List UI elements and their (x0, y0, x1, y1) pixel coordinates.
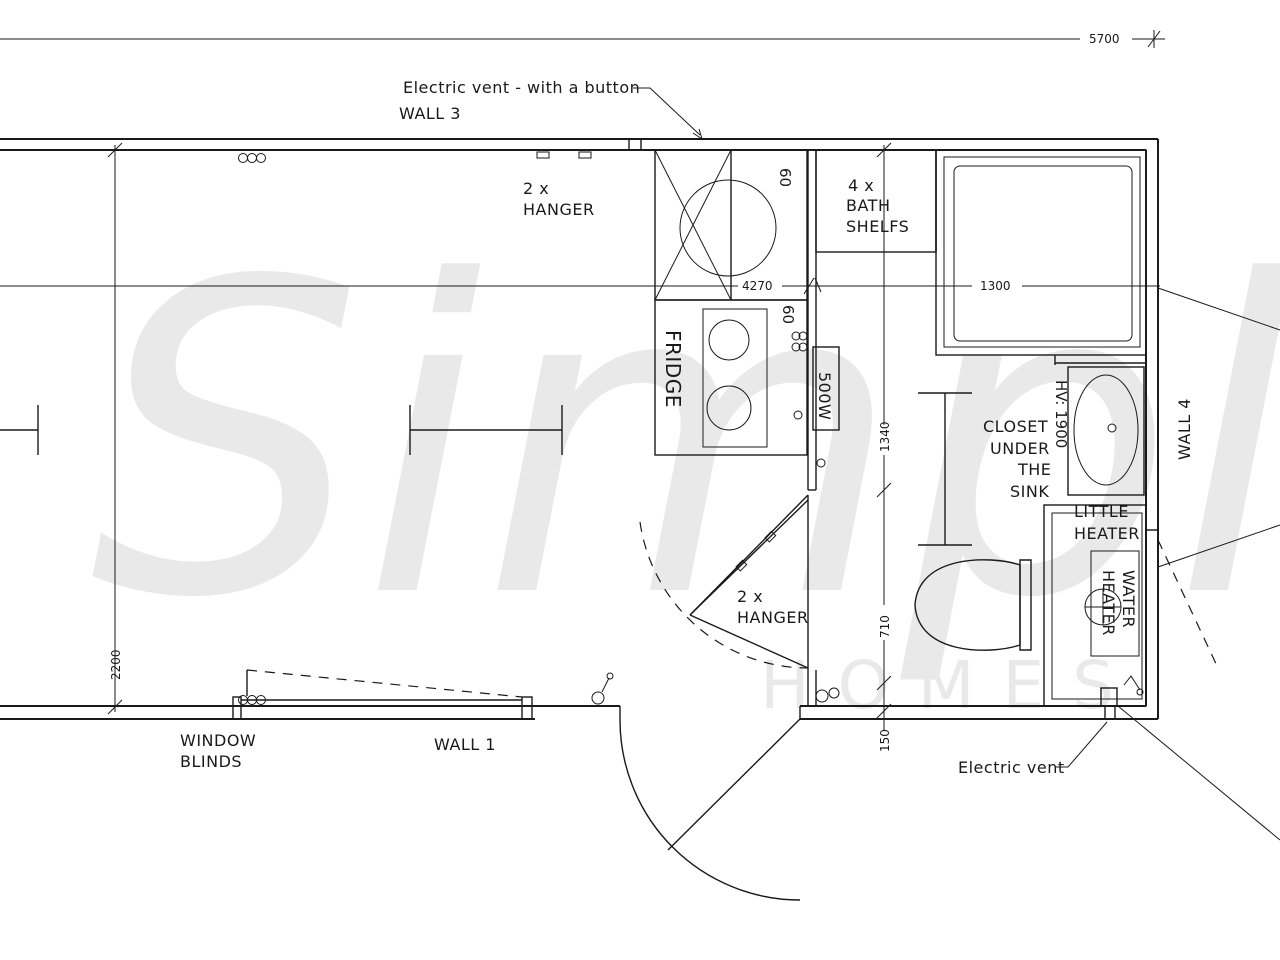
seg-1340-label: 1340 (878, 421, 892, 452)
watermark: Simple HOMES (90, 192, 1280, 724)
electric-vent-top: Electric vent - with a button WALL 3 (399, 78, 703, 151)
entrance-door (619, 718, 801, 901)
hanger-bottom-label: HANGER (737, 608, 809, 627)
electric-vent-button-label: Electric vent - with a button (403, 78, 640, 97)
room-length-label: 4270 (742, 279, 773, 293)
shower (935, 149, 1147, 365)
closet-line-2: UNDER (990, 439, 1050, 458)
bathroom-door (639, 494, 809, 669)
width-dimension: 2200 (107, 142, 123, 715)
electric-vent-label: Electric vent (958, 758, 1065, 777)
wall-1-label: WALL 1 (434, 735, 496, 754)
socket-icon (793, 410, 826, 468)
seg-150-label: 150 (878, 729, 892, 752)
bath-shelfs: 4 x BATH SHELFS (815, 149, 937, 253)
bath-shelfs-count: 4 x (848, 176, 874, 195)
window-blinds-line-2: BLINDS (180, 752, 242, 771)
mid-dimension: 4270 1300 (0, 276, 1160, 296)
closet-line-4: SINK (1010, 482, 1049, 501)
washer-depth-label: 60 (776, 168, 794, 187)
window-blinds-line-1: WINDOW (180, 731, 256, 750)
socket-icon (238, 153, 266, 163)
hanger-bottom-count: 2 x (737, 587, 763, 606)
water-heater-line-1: WATER (1119, 570, 1138, 628)
fridge-label: FRIDGE (661, 330, 685, 408)
heater-500w: 500W (812, 346, 840, 431)
closet-line-3: THE (1017, 460, 1051, 479)
water-heater-line-2: HEATER (1099, 570, 1118, 636)
seg-710-label: 710 (878, 615, 892, 638)
bath-shelfs-bath: BATH (846, 196, 890, 215)
water-heater-cabinet: LITTLE HEATER WATER HEATER (1043, 287, 1280, 707)
bath-shelfs-shelfs: SHELFS (846, 217, 909, 236)
watermark-script: Simple (90, 192, 1280, 692)
wall-4-label: WALL 4 (1175, 398, 1194, 460)
wall-3-label: WALL 3 (399, 104, 461, 123)
switch-icon (591, 672, 614, 705)
bath-dimension-chain: 1340 710 150 (876, 142, 892, 752)
heater-500w-label: 500W (815, 372, 834, 420)
sink: HV: 1900 (1052, 366, 1145, 496)
hanger-bottom: 2 x HANGER (689, 499, 809, 627)
closet-line-1: CLOSET (983, 417, 1048, 436)
window: WINDOW BLINDS WALL 1 (180, 669, 533, 771)
electric-vent-bottom: Electric vent (958, 675, 1280, 841)
overall-dimension: 5700 (0, 30, 1165, 48)
fridge-unit: FRIDGE 60 (654, 299, 808, 456)
watermark-sub: HOMES (760, 647, 1142, 724)
hanger-top: 2 x HANGER (523, 151, 595, 219)
interior-marks (0, 405, 563, 455)
fridge-depth-label: 60 (779, 305, 797, 324)
toilet (914, 559, 1032, 651)
width-total-label: 2200 (109, 649, 123, 680)
hanger-top-label: HANGER (523, 200, 595, 219)
little-heater-line-2: HEATER (1074, 524, 1140, 543)
bath-length-label: 1300 (980, 279, 1011, 293)
outlets (238, 153, 840, 705)
overall-length-label: 5700 (1089, 32, 1120, 46)
little-heater-line-1: LITTLE (1074, 502, 1129, 521)
closet: CLOSET UNDER THE SINK (918, 392, 1051, 546)
hanger-top-count: 2 x (523, 179, 549, 198)
hv-label: HV: 1900 (1052, 380, 1070, 448)
